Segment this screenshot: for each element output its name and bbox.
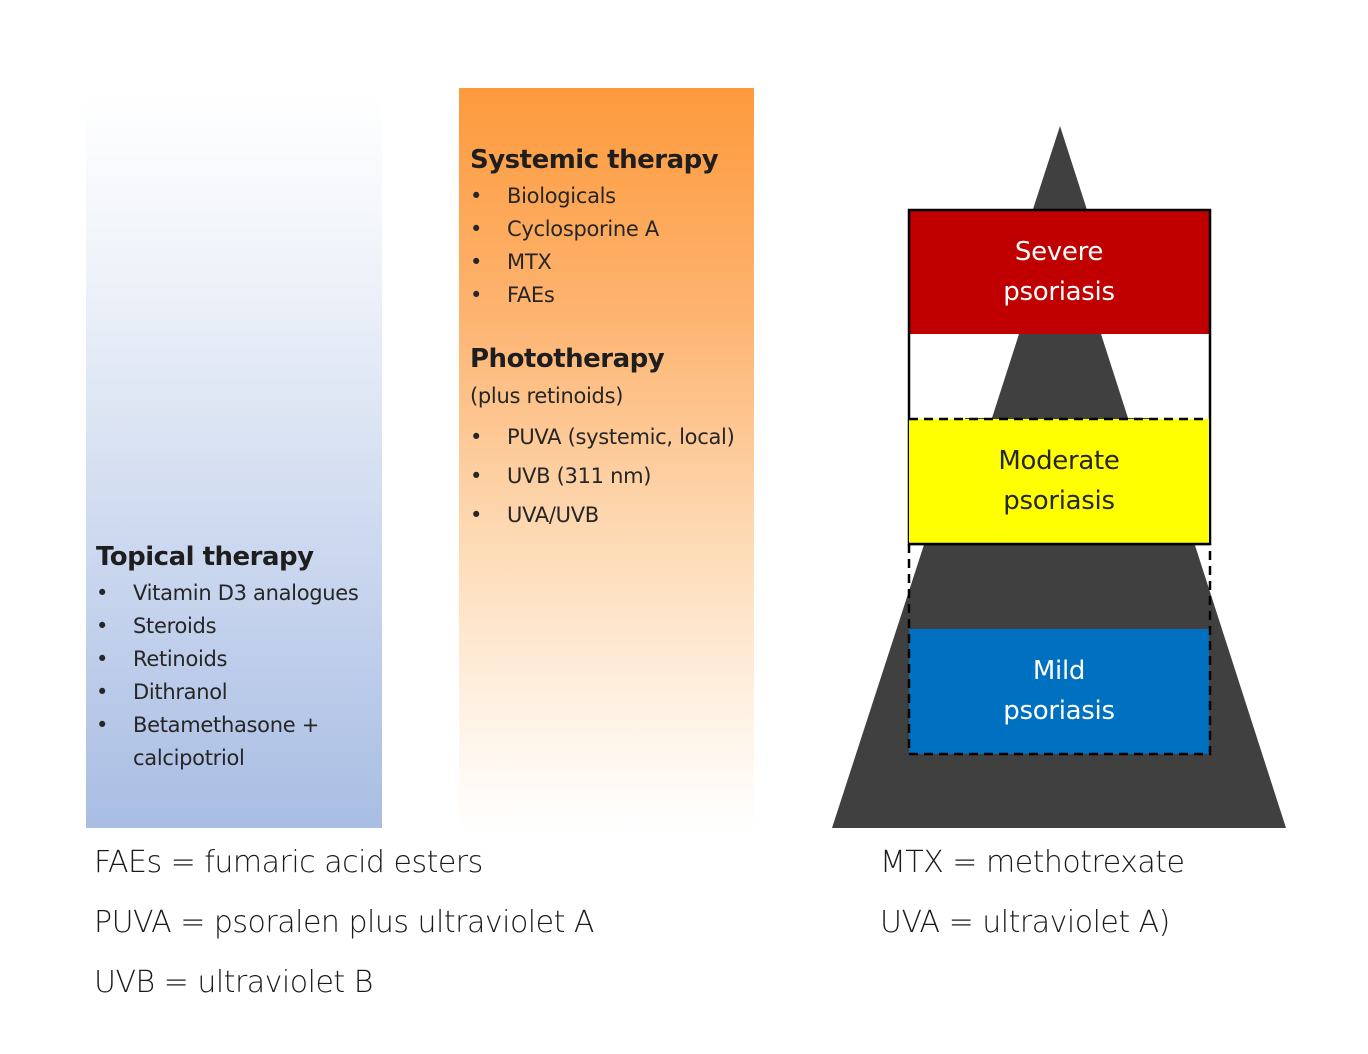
gap-white-fill [909, 334, 1209, 418]
topical-therapy-list: •Vitamin D3 analogues •Steroids •Retinoi… [96, 577, 359, 775]
legend-uvb: UVB = ultraviolet B [94, 965, 373, 1000]
mild-box [909, 629, 1209, 754]
list-item: •Dithranol [96, 676, 359, 709]
list-item: •FAEs [470, 279, 659, 312]
bullet-icon: • [96, 581, 109, 605]
list-item: •Betamethasone +calcipotriol [96, 709, 359, 775]
legend-faes: FAEs = fumaric acid esters [94, 845, 483, 880]
list-item: •Biologicals [470, 180, 659, 213]
list-item: •PUVA (systemic, local) [470, 418, 735, 457]
legend-uva: UVA = ultraviolet A) [880, 905, 1170, 940]
bullet-icon: • [96, 614, 109, 638]
bullet-icon: • [96, 647, 109, 671]
mild-dashed-frame [907, 544, 1212, 756]
phototherapy-heading: Phototherapy [470, 344, 665, 374]
bullet-icon: • [470, 503, 483, 527]
mild-label: Mild psoriasis [1003, 656, 1115, 726]
list-item: •UVA/UVB [470, 496, 734, 535]
list-item: •Vitamin D3 analogues [96, 577, 359, 610]
list-item: •Retinoids [96, 643, 359, 676]
systemic-therapy-heading: Systemic therapy [470, 145, 719, 175]
list-item: •MTX [470, 246, 659, 279]
moderate-label: Moderate psoriasis [998, 446, 1120, 516]
list-item: •Cyclosporine A [470, 213, 659, 246]
bullet-icon: • [96, 680, 109, 704]
bullet-icon: • [470, 217, 483, 241]
systemic-therapy-list: •Biologicals •Cyclosporine A •MTX •FAEs [470, 180, 659, 312]
systemic-therapy-panel [459, 88, 754, 830]
list-item: •Steroids [96, 610, 359, 643]
topical-therapy-panel [86, 95, 382, 828]
phototherapy-list: •PUVA (systemic, local) •UVB (311 nm) •U… [470, 418, 735, 535]
bullet-icon: • [96, 713, 109, 737]
bullet-icon: • [470, 184, 483, 208]
moderate-box [909, 419, 1209, 543]
bullet-icon: • [470, 283, 483, 307]
legend-puva: PUVA = psoralen plus ultraviolet A [94, 905, 594, 940]
severe-box [909, 210, 1209, 334]
phototherapy-subtitle: (plus retinoids) [470, 384, 624, 408]
severe-label: Severe psoriasis [1003, 237, 1115, 307]
topical-therapy-heading: Topical therapy [96, 542, 314, 572]
legend-mtx: MTX = methotrexate [880, 845, 1185, 880]
list-item: •UVB (311 nm) [470, 457, 734, 496]
bullet-icon: • [470, 425, 483, 449]
bullet-icon: • [470, 250, 483, 274]
bullet-icon: • [470, 464, 483, 488]
